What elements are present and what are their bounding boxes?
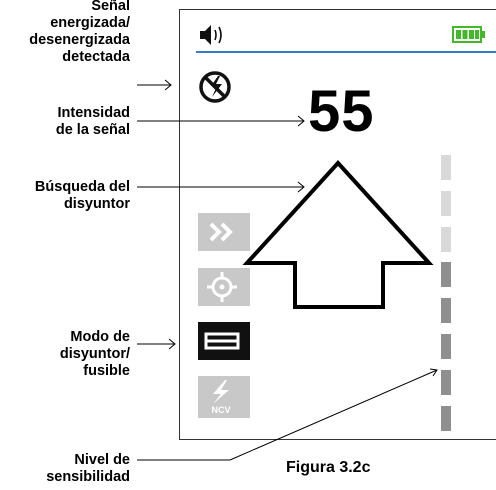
signal-strength-value: 55 xyxy=(308,79,375,144)
callout-breaker-fuse-mode: Modo de disyuntor/ fusible xyxy=(59,329,130,379)
crosshair-button[interactable] xyxy=(198,268,250,306)
breaker-fuse-mode-button[interactable] xyxy=(198,322,250,360)
fast-forward-button[interactable] xyxy=(198,213,250,251)
sensitivity-segment xyxy=(441,334,451,359)
ncv-button[interactable]: NCV xyxy=(198,376,250,418)
fuse-icon xyxy=(204,332,240,350)
fast-forward-icon xyxy=(209,222,233,242)
sensitivity-segment xyxy=(441,190,451,216)
sensitivity-segment xyxy=(441,369,451,395)
header-divider xyxy=(196,51,496,53)
callout-signal-detected: Señal energizada/ desenergizada detectad… xyxy=(29,0,130,65)
figure-caption: Figura 3.2c xyxy=(286,459,371,476)
sensitivity-segment xyxy=(441,262,451,288)
sensitivity-segment xyxy=(441,155,451,180)
sensitivity-segment xyxy=(441,405,451,431)
sensitivity-segment xyxy=(441,298,451,324)
ncv-icon xyxy=(213,380,229,404)
callout-breaker-search: Búsqueda del disyuntor xyxy=(34,179,130,212)
ncv-label: NCV xyxy=(211,405,231,415)
crosshair-icon xyxy=(207,272,237,302)
callout-signal-strength: Intensidad de la señal xyxy=(55,105,130,138)
sensitivity-segment xyxy=(441,226,451,252)
callout-sensitivity-level: Nivel de sensibilidad xyxy=(46,452,130,485)
